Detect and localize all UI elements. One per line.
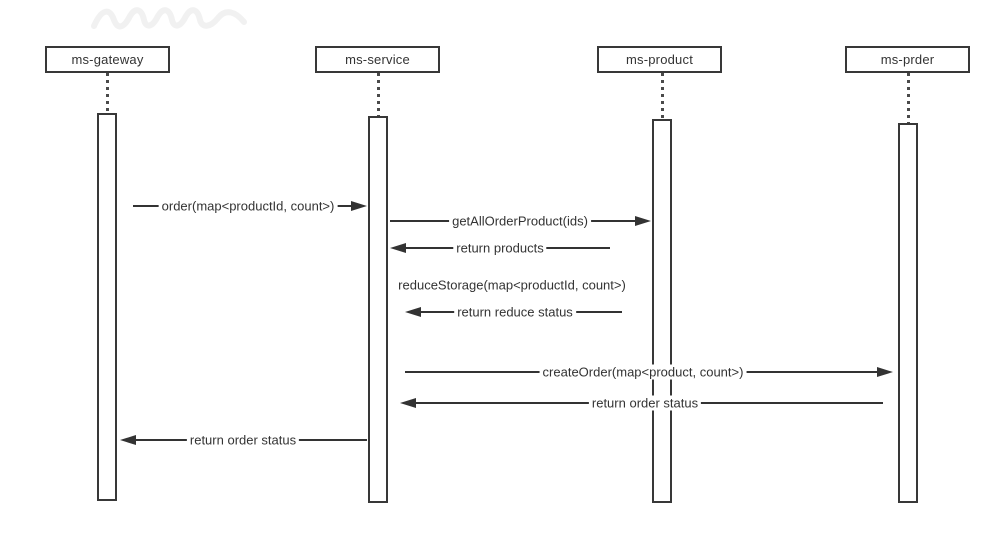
actor-label: ms-prder [880, 52, 935, 67]
lifeline-ms-gateway [105, 73, 109, 113]
message-4-label: return reduce status [454, 304, 576, 320]
lifeline-ms-product [660, 73, 664, 119]
message-4-arrowhead-icon [405, 307, 421, 317]
actor-label: ms-product [625, 52, 694, 67]
activation-bar-ms-product [652, 119, 672, 503]
message-7-label: return order status [186, 432, 300, 448]
actor-box-ms-gateway: ms-gateway [45, 46, 170, 73]
activation-bar-ms-service [368, 116, 388, 503]
activation-bar-ms-prder [898, 123, 918, 503]
message-2-arrowhead-icon [390, 243, 406, 253]
message-0-arrowhead-icon [351, 201, 367, 211]
actor-label: ms-gateway [71, 52, 144, 67]
actor-box-ms-prder: ms-prder [845, 46, 970, 73]
message-3-label: reduceStorage(map<productId, count>) [395, 277, 629, 293]
message-6-label: return order status [588, 395, 702, 411]
lifeline-ms-service [376, 73, 380, 116]
message-0-label: order(map<productId, count>) [158, 198, 338, 214]
message-1-arrowhead-icon [635, 216, 651, 226]
message-2-label: return products [453, 240, 547, 256]
actor-box-ms-service: ms-service [315, 46, 440, 73]
activation-bar-ms-gateway [97, 113, 117, 501]
message-7-arrowhead-icon [120, 435, 136, 445]
actor-box-ms-product: ms-product [597, 46, 722, 73]
message-6-arrowhead-icon [400, 398, 416, 408]
message-1-label: getAllOrderProduct(ids) [449, 213, 591, 229]
message-5-arrowhead-icon [877, 367, 893, 377]
message-5-label: createOrder(map<product, count>) [539, 364, 747, 380]
actor-label: ms-service [345, 52, 410, 67]
lifeline-ms-prder [906, 73, 910, 123]
watermark [91, 7, 247, 30]
